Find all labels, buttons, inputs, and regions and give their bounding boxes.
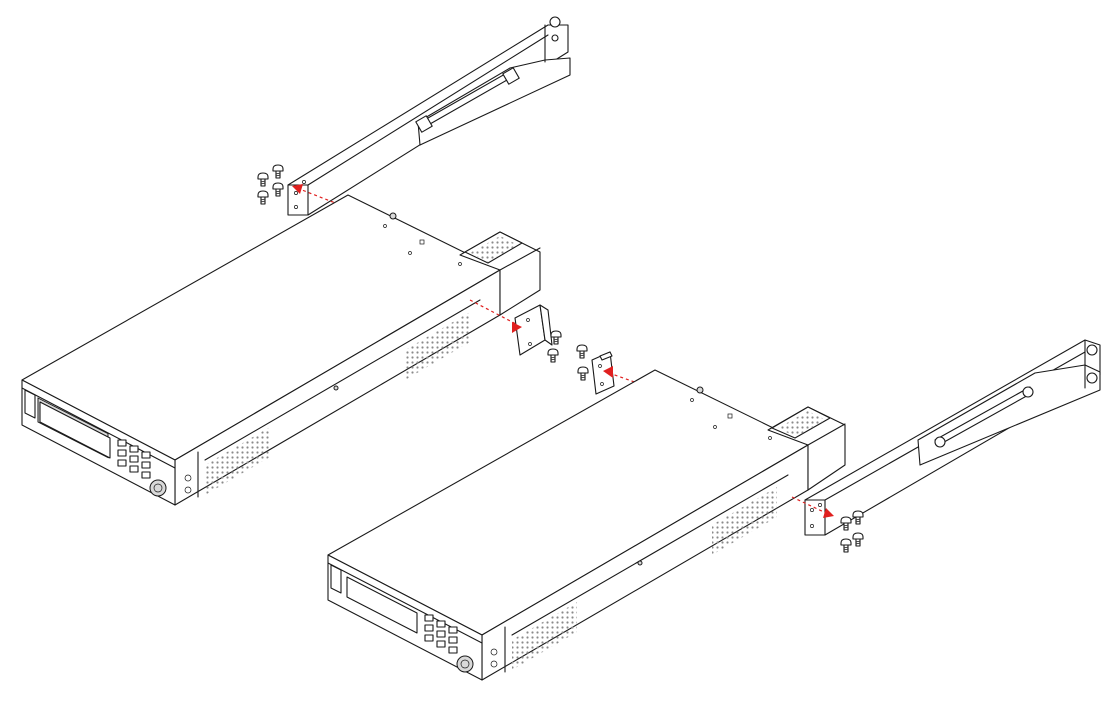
arrow-icon	[791, 496, 834, 518]
instrument-unit-b	[327, 369, 846, 681]
screw-group-top	[257, 164, 284, 205]
bracket-right	[591, 351, 615, 395]
rail-right	[804, 339, 1101, 536]
screw-icon	[577, 366, 589, 381]
screw-icon	[576, 344, 588, 359]
knob-icon	[149, 479, 167, 497]
screw-icon	[547, 348, 559, 363]
knob-icon	[456, 655, 474, 673]
screw-icon	[852, 510, 864, 525]
screw-icon	[272, 182, 284, 197]
screw-icon	[257, 172, 269, 187]
arrow-icon	[469, 299, 522, 333]
screw-icon	[840, 538, 852, 553]
screw-icon	[257, 190, 269, 205]
instrument-unit-a	[21, 194, 541, 506]
arrow-icon	[603, 366, 641, 385]
rail-top	[287, 16, 571, 216]
bracket-left	[514, 304, 553, 356]
screw-icon	[550, 330, 562, 345]
screw-icon	[852, 532, 864, 547]
screw-icon	[272, 164, 284, 179]
screw-icon	[840, 516, 852, 531]
keypad-a	[117, 439, 151, 479]
keypad-b	[424, 614, 458, 654]
